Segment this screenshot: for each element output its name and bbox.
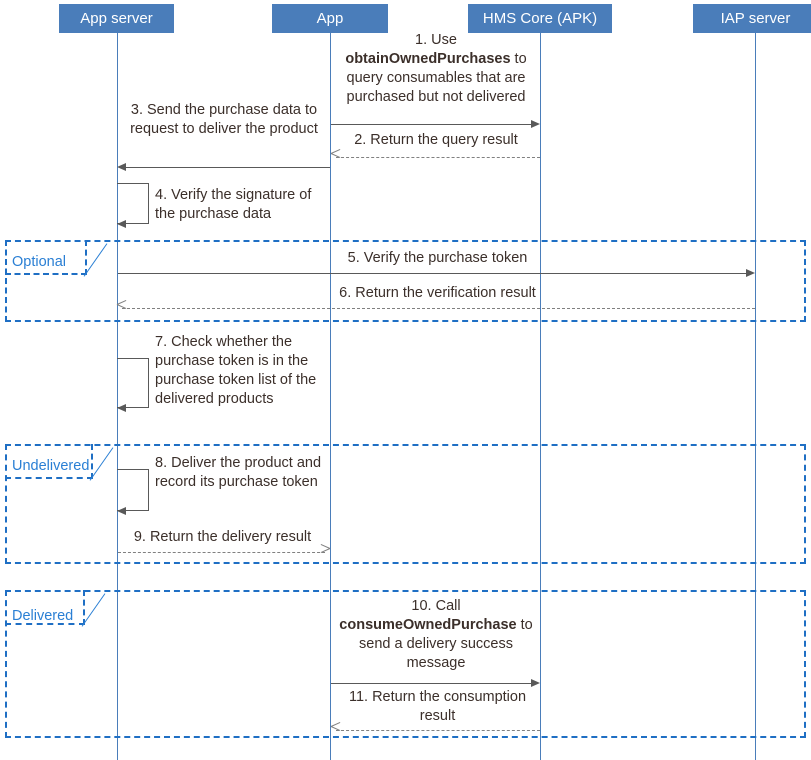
message-10-line[interactable] — [331, 683, 531, 684]
fragment-optional-label-box — [5, 240, 87, 275]
participant-iap-server[interactable]: IAP server — [693, 4, 811, 33]
message-1-arrowhead — [531, 120, 540, 128]
message-10-text-part-0: 10. Call — [411, 598, 461, 614]
message-4-arrowhead — [117, 220, 126, 228]
message-1-text-part-0: 1. Use — [415, 32, 457, 48]
fragment-delivered-label: Delivered — [12, 608, 74, 624]
message-6-line[interactable] — [122, 308, 755, 309]
message-7-arrowhead — [117, 404, 126, 412]
message-11-label: 11. Return the consumption result — [348, 689, 527, 724]
lifeline-iap-server — [755, 33, 756, 760]
message-3-label: 3. Send the purchase data to request to … — [130, 102, 318, 137]
message-1-text-part-1: obtainOwnedPurchases — [345, 51, 511, 67]
fragment-delivered — [5, 590, 806, 738]
message-2-line[interactable] — [336, 157, 540, 158]
message-5-arrowhead — [746, 269, 755, 277]
message-7-selfloop[interactable] — [117, 358, 149, 408]
message-3-line[interactable] — [124, 167, 330, 168]
message-2-arrowhead — [331, 153, 340, 162]
message-9-label: 9. Return the delivery result — [133, 529, 312, 545]
message-4-label: 4. Verify the signature of the purchase … — [155, 187, 312, 222]
message-8-arrowhead — [117, 507, 126, 515]
fragment-undelivered-label: Undelivered — [12, 458, 90, 474]
message-11-line[interactable] — [336, 730, 540, 731]
message-1-label: 1. Use obtainOwnedPurchases to query con… — [332, 31, 540, 107]
message-6-label: 6. Return the verification result — [339, 285, 536, 301]
fragment-undelivered-label-box — [5, 444, 93, 479]
message-9-line[interactable] — [118, 552, 325, 553]
lifeline-app-server — [117, 33, 118, 760]
message-8-selfloop[interactable] — [117, 469, 149, 511]
participant-app-server[interactable]: App server — [59, 4, 174, 33]
fragment-optional-label: Optional — [12, 254, 67, 270]
fragment-optional — [5, 240, 806, 322]
message-1-line[interactable] — [331, 124, 531, 125]
message-10-text-part-2: to send a delivery success message — [359, 617, 533, 671]
lifeline-app — [330, 33, 331, 760]
message-5-line[interactable] — [118, 273, 746, 274]
participant-app[interactable]: App — [272, 4, 388, 33]
fragment-undelivered — [5, 444, 806, 564]
message-9-arrowhead — [321, 548, 330, 557]
fragment-delivered-label-box — [5, 590, 85, 625]
message-10-label: 10. Call consumeOwnedPurchase to send a … — [332, 597, 540, 673]
lifeline-hms-core — [540, 33, 541, 760]
message-3-arrowhead — [117, 163, 126, 171]
message-10-arrowhead — [531, 679, 540, 687]
message-7-label: 7. Check whether the purchase token is i… — [155, 334, 317, 407]
message-6-arrowhead — [117, 304, 126, 313]
message-1-text-part-2: to query consumables that are purchased … — [346, 51, 527, 105]
message-2-label: 2. Return the query result — [354, 132, 518, 148]
message-8-label: 8. Deliver the product and record its pu… — [155, 455, 322, 490]
message-11-arrowhead — [331, 726, 340, 735]
participant-hms-core[interactable]: HMS Core (APK) — [468, 4, 612, 33]
message-4-selfloop[interactable] — [117, 183, 149, 224]
message-5-label: 5. Verify the purchase token — [347, 250, 528, 266]
message-10-text-part-1: consumeOwnedPurchase — [339, 617, 517, 633]
